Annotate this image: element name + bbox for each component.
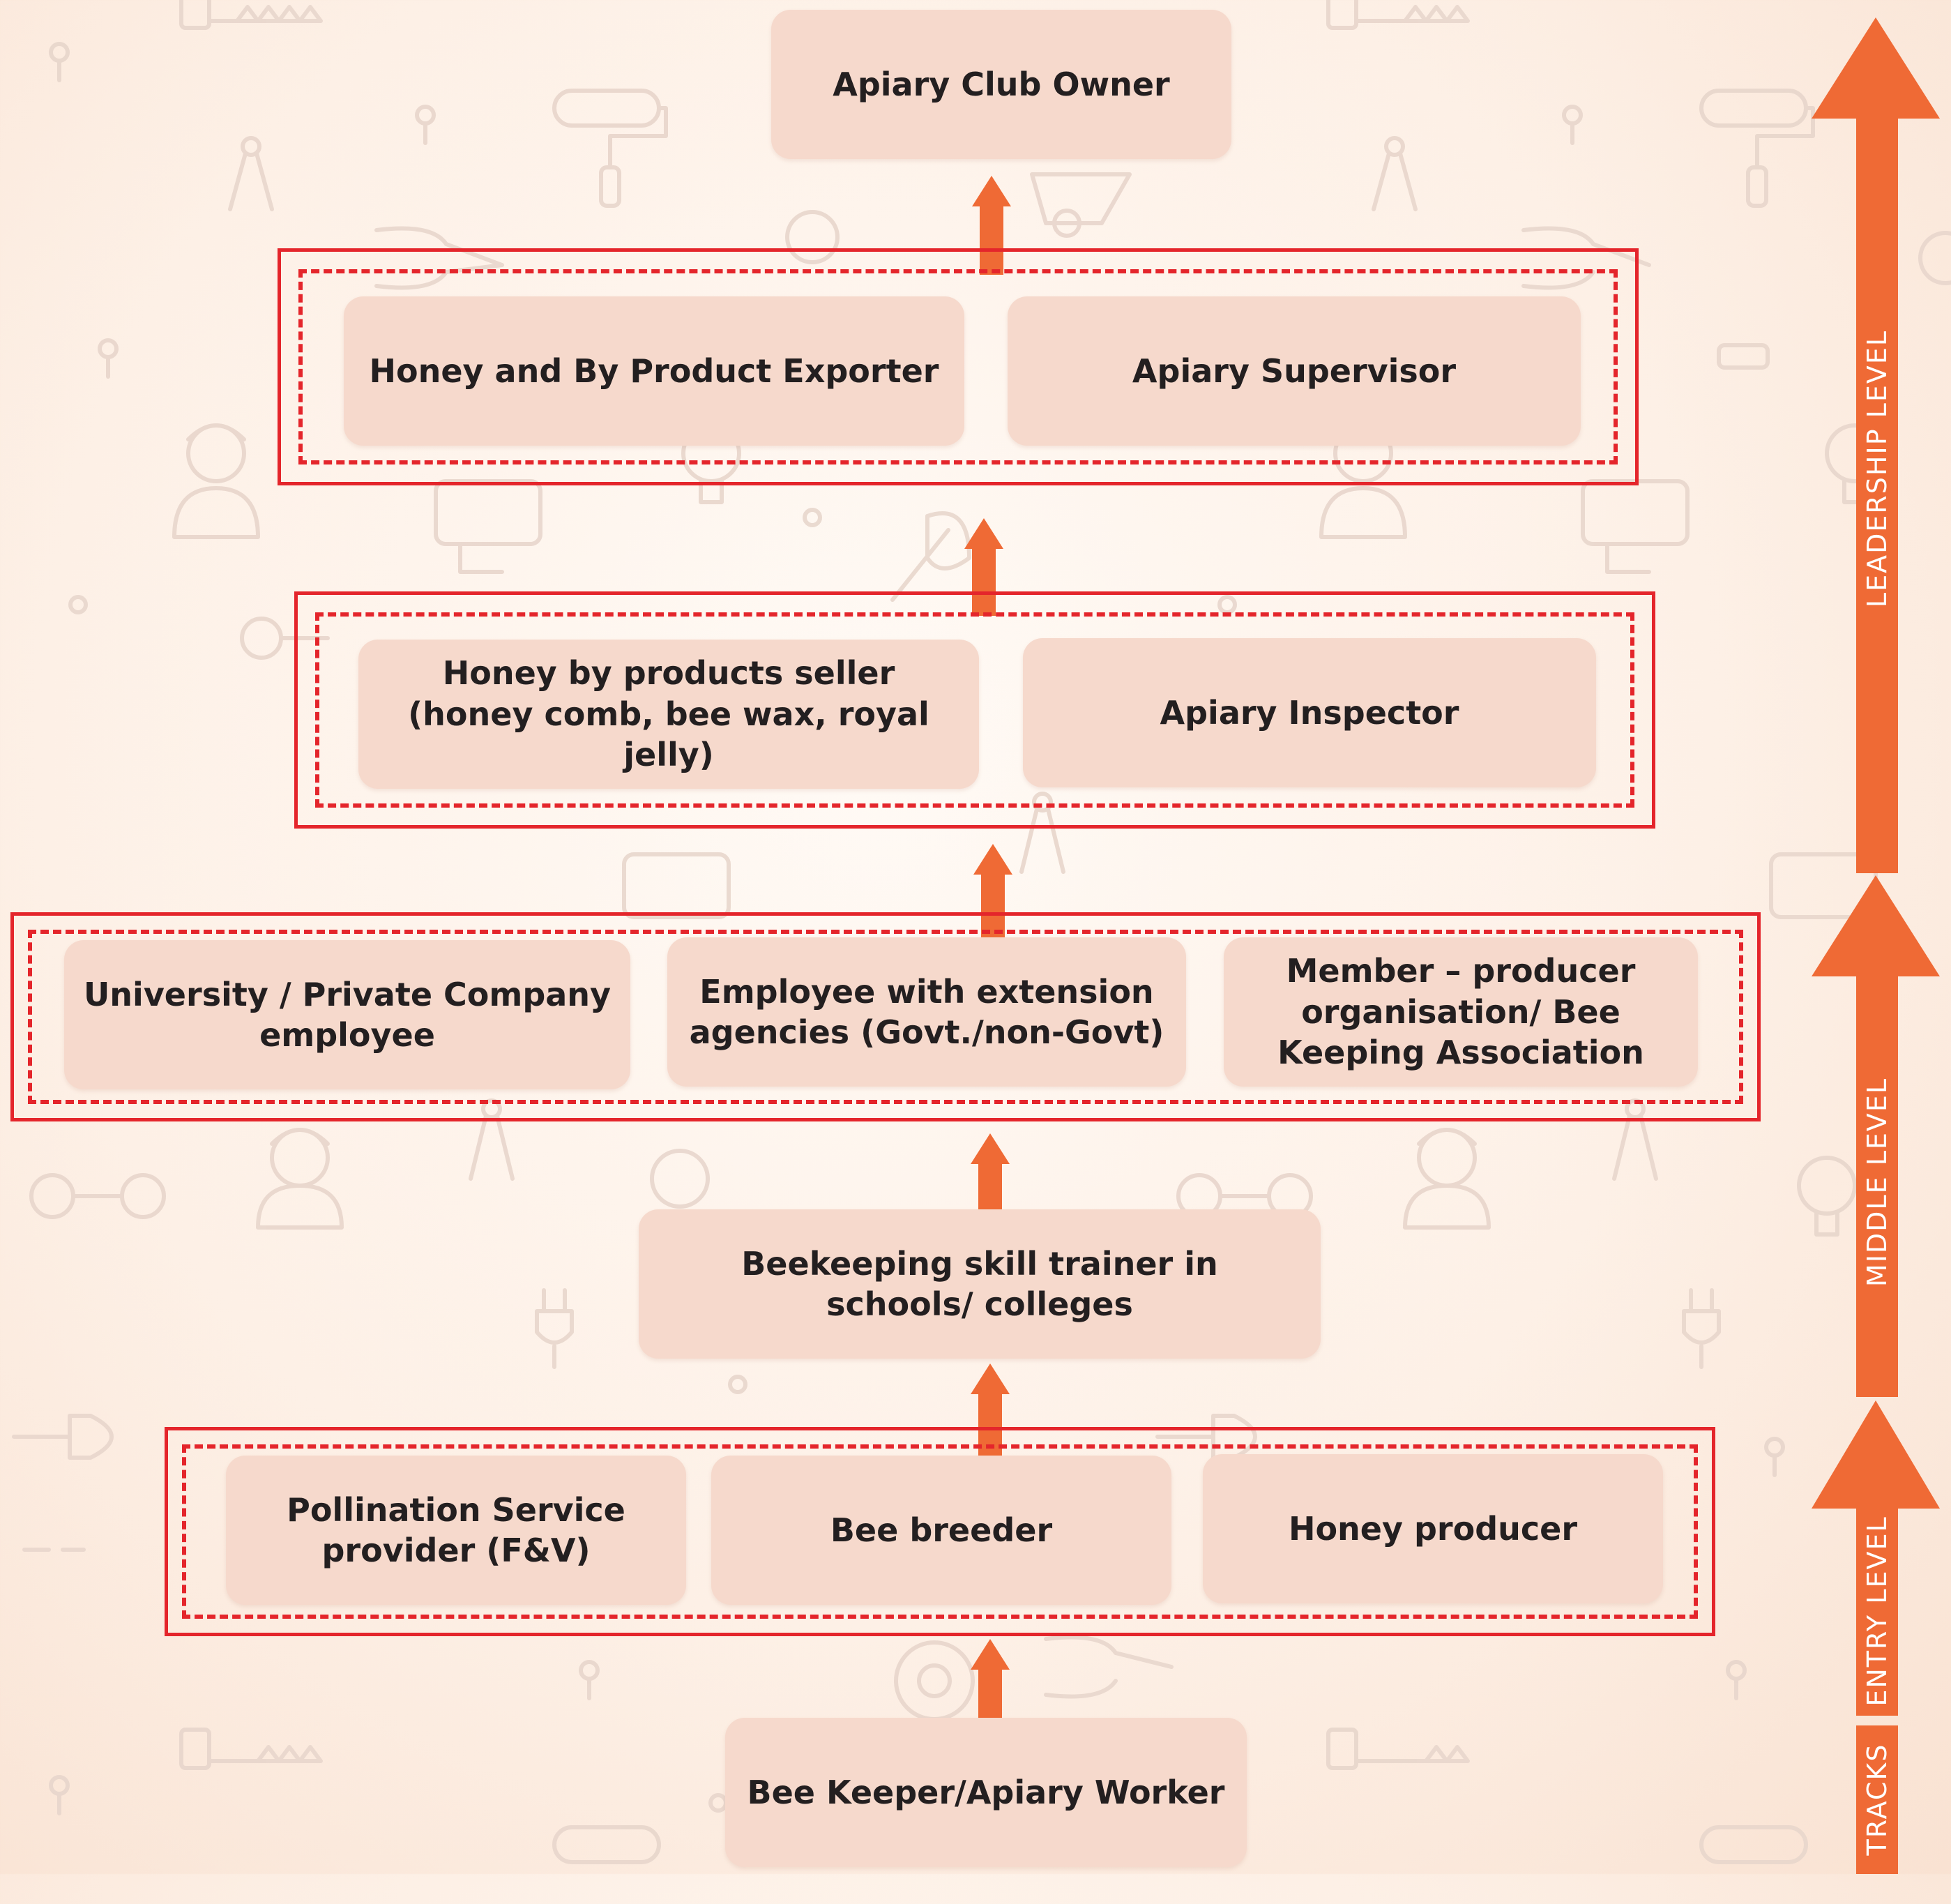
node-extension-agency-employee: Employee with extension agencies (Govt./…	[667, 937, 1186, 1087]
worker-icon	[256, 1128, 344, 1230]
saw-icon	[1326, 0, 1470, 30]
node-label: University / Private Company employee	[83, 975, 612, 1054]
node-label: Member – producer organisation/ Bee Keep…	[1277, 952, 1644, 1072]
node-honey-producer: Honey producer	[1203, 1454, 1663, 1603]
node-label: Beekeeping skill trainer in schools/ col…	[741, 1244, 1218, 1323]
saw-icon	[179, 0, 323, 30]
node-producer-organisation-member: Member – producer organisation/ Bee Keep…	[1224, 937, 1698, 1087]
paint-roller-icon	[552, 89, 668, 208]
node-bee-keeper-apiary-worker: Bee Keeper/Apiary Worker	[725, 1718, 1247, 1867]
drill-icon	[622, 852, 731, 919]
worker-icon	[172, 423, 260, 539]
group-upper-middle-roles	[294, 591, 1655, 829]
pin-icon	[49, 42, 70, 82]
compass-icon	[1372, 136, 1418, 211]
node-label: Honey by products seller (honey comb, be…	[408, 654, 929, 774]
node-label: Honey and By Product Exporter	[369, 352, 939, 390]
pin-icon	[579, 1660, 600, 1700]
node-honey-by-products-seller: Honey by products seller (honey comb, be…	[358, 640, 979, 789]
level-arrowhead-leadership	[1812, 17, 1940, 119]
paint-roller-icon	[552, 1825, 661, 1864]
arrow-to-middle-group	[971, 1133, 1010, 1237]
shovel-icon	[12, 1414, 114, 1460]
level-arrowhead-entry	[1812, 1400, 1940, 1509]
node-label: Apiary Inspector	[1160, 693, 1459, 732]
wheelbarrow-icon	[1030, 172, 1132, 238]
node-label: Apiary Club Owner	[833, 65, 1170, 103]
group-leadership-roles	[278, 248, 1639, 485]
pin-icon	[1764, 1437, 1785, 1477]
group-dashed-border	[28, 930, 1743, 1104]
level-label-leadership: LEADERSHIP LEVEL	[1862, 329, 1892, 608]
compass-icon	[228, 136, 274, 211]
node-beekeeping-skill-trainer: Beekeeping skill trainer in schools/ col…	[639, 1209, 1321, 1359]
bulb-icon	[650, 1149, 710, 1209]
shovel-icon	[890, 511, 971, 602]
node-university-employee: University / Private Company employee	[64, 940, 630, 1089]
wrench-icon	[240, 617, 330, 660]
pin-icon	[415, 105, 436, 145]
pliers-icon	[374, 226, 504, 290]
plug-icon	[1682, 1288, 1721, 1369]
drill-icon	[434, 479, 542, 574]
node-bee-breeder: Bee breeder	[711, 1456, 1171, 1605]
compass-icon	[1019, 792, 1065, 874]
node-honey-exporter: Honey and By Product Exporter	[344, 296, 964, 446]
level-arrowhead-middle	[1812, 875, 1940, 976]
saw-icon	[1326, 1728, 1470, 1770]
node-apiary-supervisor: Apiary Supervisor	[1008, 296, 1581, 446]
gear-icon	[894, 1640, 975, 1721]
drill-icon	[1581, 479, 1690, 574]
paint-roller-icon	[1699, 1825, 1808, 1864]
group-entry-roles	[165, 1427, 1715, 1636]
group-dashed-border	[315, 612, 1634, 808]
node-label: Employee with extension agencies (Govt./…	[689, 972, 1164, 1051]
node-label: Apiary Supervisor	[1132, 352, 1457, 390]
level-label-tracks: TRACKS	[1862, 1743, 1892, 1856]
level-bar-entry	[1856, 1506, 1898, 1716]
plug-icon	[535, 1288, 574, 1369]
node-label: Bee breeder	[830, 1511, 1053, 1549]
level-label-middle: MIDDLE LEVEL	[1862, 1077, 1892, 1287]
level-bar-tracks	[1856, 1725, 1898, 1874]
worker-icon	[785, 210, 840, 264]
paint-roller-icon	[1699, 89, 1815, 208]
group-dashed-border	[182, 1444, 1698, 1619]
level-bar-middle	[1856, 973, 1898, 1397]
node-label: Bee Keeper/Apiary Worker	[747, 1773, 1225, 1811]
worker-icon	[1918, 231, 1951, 285]
node-label: Honey producer	[1288, 1509, 1578, 1548]
wrench-icon	[29, 1173, 166, 1219]
node-apiary-club-owner: Apiary Club Owner	[771, 10, 1231, 159]
saw-icon	[179, 1728, 323, 1770]
pin-icon	[1726, 1660, 1747, 1700]
pin-icon	[49, 1775, 70, 1815]
node-label: Pollination Service provider (F&V)	[287, 1490, 625, 1569]
level-bar-leadership	[1856, 105, 1898, 873]
group-dashed-border	[298, 269, 1618, 464]
pliers-icon	[1521, 226, 1651, 290]
bulb-icon	[1797, 1156, 1857, 1237]
worker-icon	[1403, 1128, 1491, 1230]
arrow-to-owner	[972, 176, 1011, 275]
group-middle-roles	[10, 912, 1761, 1121]
node-pollination-service-provider: Pollination Service provider (F&V)	[226, 1456, 686, 1605]
node-apiary-inspector: Apiary Inspector	[1023, 638, 1596, 787]
pin-icon	[98, 338, 119, 379]
pliers-icon	[1044, 1635, 1174, 1699]
pin-icon	[1562, 105, 1583, 145]
arrow-to-leadership-group	[964, 518, 1003, 616]
